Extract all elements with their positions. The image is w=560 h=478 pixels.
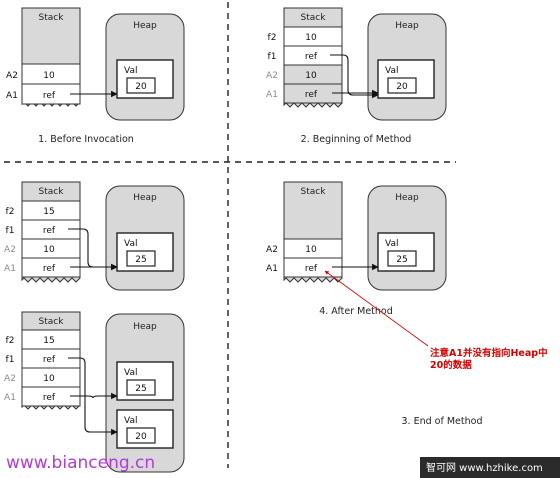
stack-row-label: A2 — [266, 245, 278, 255]
heap-value: 25 — [135, 255, 146, 265]
panel-after-method: Stack 10 ref A2 A1 Heap Val 25 4. After … — [266, 181, 548, 371]
val-label: Val — [124, 239, 137, 249]
stack-cell-value: 15 — [43, 207, 54, 217]
stack-row-label: A2 — [4, 374, 16, 384]
ref-arrow — [70, 392, 118, 400]
stack-row-label: f1 — [6, 226, 15, 236]
panel-caption: 2. Beginning of Method — [301, 134, 412, 145]
stack-row-label: A2 — [266, 71, 278, 81]
stack-cell-value: 10 — [305, 71, 317, 81]
stack: Stack 10 ref A2 A1 — [266, 181, 343, 283]
heap: Heap Val 20 — [367, 13, 447, 121]
heap-value: 25 — [396, 255, 407, 265]
heap-title: Heap — [395, 193, 419, 203]
stack-row-label: A2 — [6, 71, 18, 81]
panel-beginning-of-method: Stack 10 ref 10 ref f2 f1 A2 A1 Heap Val… — [266, 7, 447, 145]
panel-caption: 1. Before Invocation — [38, 134, 134, 145]
stack-cell-value: 10 — [43, 245, 55, 255]
val-label: Val — [385, 239, 398, 249]
heap-value: 20 — [135, 432, 147, 442]
stack-title: Stack — [39, 317, 65, 327]
heap: Heap Val 25 — [367, 185, 447, 291]
val-label: Val — [385, 66, 398, 76]
ref-arrow — [68, 357, 118, 436]
val-label: Val — [124, 66, 137, 76]
val-label: Val — [124, 368, 137, 378]
stack-row-label: A1 — [6, 91, 18, 101]
stack-cell-value: ref — [43, 226, 56, 236]
stack-title: Stack — [301, 13, 327, 23]
ref-arrow — [330, 54, 379, 99]
heap: Heap Val 25 Val 20 — [105, 313, 185, 473]
stack-cell-value: ref — [43, 264, 56, 274]
watermark-left: www.bianceng.cn — [6, 453, 155, 473]
panel-method-modify: Stack 15 ref 10 ref f2 f1 A2 A1 Heap Val… — [4, 181, 185, 291]
heap-value: 20 — [135, 82, 147, 92]
panel-before-invocation: Stack 10 ref A2 A1 Heap Val 20 1. Before… — [6, 7, 185, 145]
end-of-method-caption: 3. End of Method — [402, 416, 483, 427]
watermark-right-bg — [420, 457, 560, 478]
stack-row-label: A1 — [4, 393, 16, 403]
panel-caption: 4. After Method — [319, 306, 393, 317]
stack-row-label: f2 — [268, 33, 277, 43]
stack: Stack 10 ref A2 A1 — [6, 7, 81, 107]
heap: Heap Val 20 — [105, 13, 185, 121]
heap-value: 20 — [396, 82, 408, 92]
heap-title: Heap — [133, 322, 157, 332]
stack-cell-value: 15 — [43, 336, 54, 346]
heap: Heap Val 25 — [105, 185, 185, 291]
stack-row-label: A1 — [4, 264, 16, 274]
stack-cell-value: 10 — [305, 245, 317, 255]
stack-title: Stack — [301, 187, 327, 197]
stack-row-label: f2 — [6, 207, 15, 217]
stack-row-label: A2 — [4, 245, 16, 255]
stack-title: Stack — [39, 187, 65, 197]
note-text: 20的数据 — [430, 359, 472, 371]
stack-row-label: f1 — [6, 355, 15, 365]
stack-row-label: A1 — [266, 264, 278, 274]
heap-title: Heap — [395, 21, 419, 31]
heap-value: 25 — [135, 384, 146, 394]
stack: Stack 15 ref 10 ref f2 f1 A2 A1 — [4, 311, 81, 410]
heap-title: Heap — [133, 193, 157, 203]
stack-cell-value: ref — [305, 90, 318, 100]
stack-title: Stack — [39, 13, 65, 23]
stack-cell-value: 10 — [43, 374, 55, 384]
stack-cell-value: ref — [43, 355, 56, 365]
panel-method-reassign: Stack 15 ref 10 ref f2 f1 A2 A1 Heap Val… — [4, 311, 185, 473]
note-pointer — [324, 270, 429, 347]
stack: Stack 10 ref 10 ref f2 f1 A2 A1 — [266, 7, 343, 108]
stack-row-label: f2 — [6, 336, 15, 346]
heap-title: Heap — [133, 21, 157, 31]
watermark-right: 智可网 www.hzhike.com — [426, 461, 543, 474]
stack-cell-value: ref — [305, 52, 318, 62]
stack-cell-value: ref — [43, 393, 56, 403]
val-label: Val — [124, 416, 137, 426]
stack-row-label: f1 — [268, 52, 277, 62]
note-text: 注意A1并没有指向Heap中 — [430, 347, 548, 359]
stack: Stack 15 ref 10 ref f2 f1 A2 A1 — [4, 181, 81, 283]
stack-cell-value: ref — [305, 264, 318, 274]
stack-cell-value: 10 — [305, 33, 317, 43]
stack-cell-value: 10 — [43, 71, 55, 81]
stack-cell-value: ref — [43, 91, 56, 101]
stack-row-label: A1 — [266, 90, 278, 100]
